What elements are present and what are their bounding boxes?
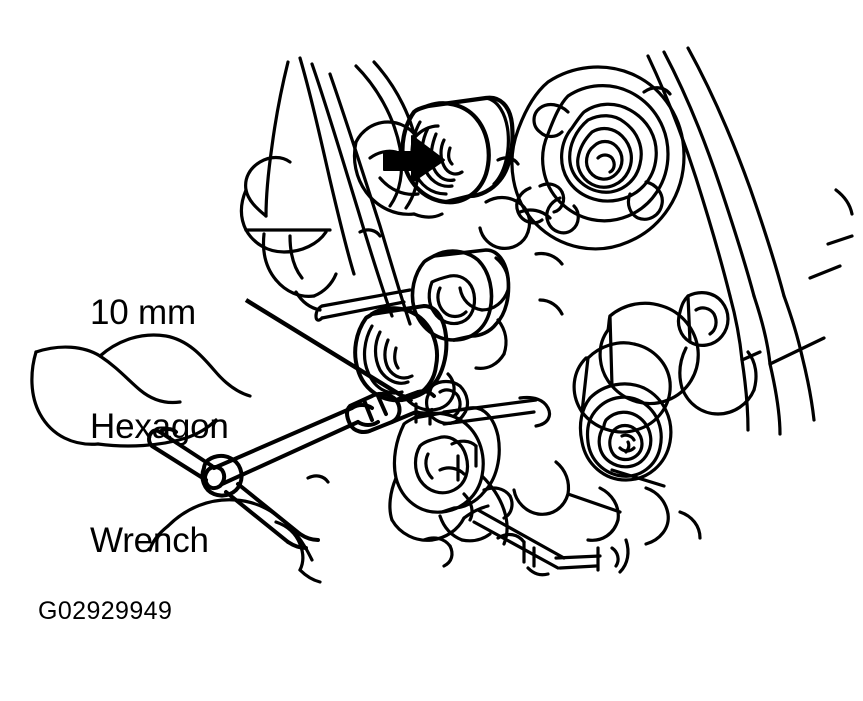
figure-id-caption: G02929949 bbox=[38, 597, 173, 625]
tensioner-pointer-arrow bbox=[383, 135, 445, 183]
drive-belt-right bbox=[646, 46, 826, 436]
callout-line-2: Hexagon bbox=[90, 407, 229, 446]
misc-detail-lines bbox=[306, 156, 854, 484]
block-lower-detail bbox=[422, 439, 514, 568]
power-steering-pump-housing bbox=[572, 291, 758, 434]
drawing-strokes bbox=[30, 46, 854, 584]
belt-tensioner-pulley bbox=[400, 95, 515, 205]
power-steering-pump-pulley bbox=[578, 382, 673, 482]
callout-leader-line bbox=[244, 298, 414, 404]
engine-block-bracket bbox=[30, 333, 252, 448]
wrench-socket-end bbox=[425, 379, 470, 425]
callout-line-3: Wrench bbox=[90, 521, 209, 560]
callout-label: 10 mm Hexagon Wrench bbox=[90, 218, 229, 636]
water-pump-housing bbox=[388, 406, 509, 546]
right-lower-bracket bbox=[512, 460, 702, 574]
callout-line-1: 10 mm bbox=[90, 293, 196, 332]
crankshaft-pulley bbox=[510, 65, 686, 251]
engine-lower-ribs bbox=[472, 508, 620, 577]
drive-belt-bracket bbox=[239, 56, 412, 326]
hexagon-wrench-tool bbox=[147, 389, 436, 550]
